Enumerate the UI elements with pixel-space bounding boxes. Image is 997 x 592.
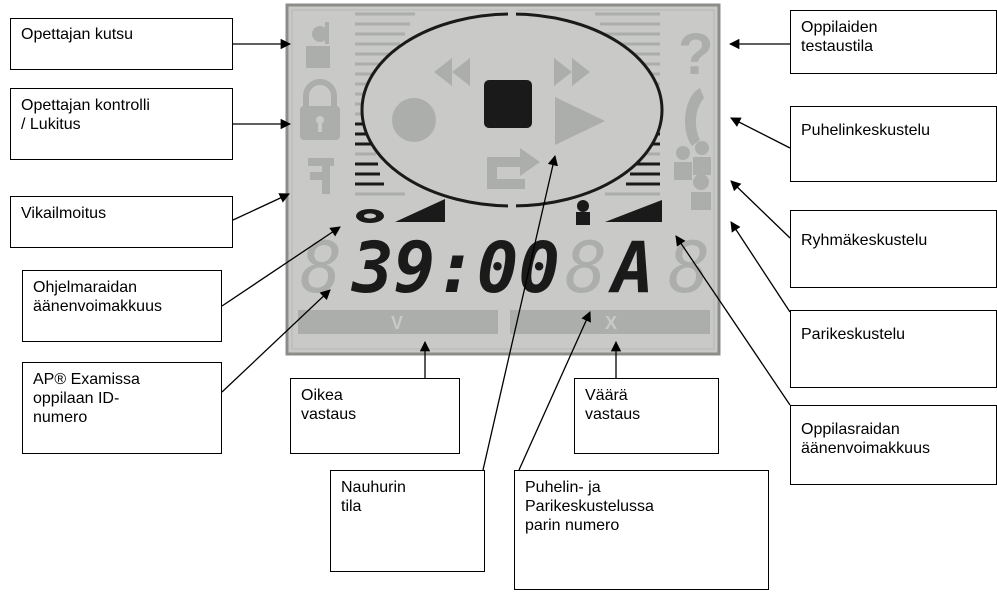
phone-icon xyxy=(685,88,704,146)
rewind-icon xyxy=(434,58,470,86)
pair-icon xyxy=(691,174,711,210)
label-phone-conversation: Puhelinkeskustelu xyxy=(790,106,997,182)
fast-forward-icon xyxy=(554,58,590,86)
group-icon xyxy=(674,141,711,180)
label-wrong-answer: Väärä vastaus xyxy=(574,378,719,454)
stop-icon xyxy=(484,80,532,128)
play-icon xyxy=(555,97,605,145)
lock-icon xyxy=(300,79,340,140)
label-recorder-state: Nauhurin tila xyxy=(330,470,485,572)
label-teacher-control: Opettajan kontrolli / Lukitus xyxy=(10,88,233,160)
teacher-call-icon xyxy=(306,22,330,68)
fault-icon xyxy=(308,158,334,194)
wrong-bar xyxy=(510,310,710,334)
pair-indicator-icon xyxy=(576,200,590,225)
label-student-test-mode: Oppilaiden testaustila xyxy=(790,10,997,74)
label-student-volume: Oppilasraidan äänenvoimakkuus xyxy=(790,405,997,485)
dim-digit-right: 8 xyxy=(668,227,710,309)
label-fault-report: Vikailmoitus xyxy=(10,196,233,248)
label-pair-number: Puhelin- ja Parikeskustelussa parin nume… xyxy=(514,470,769,590)
label-teacher-call: Opettajan kutsu xyxy=(10,18,233,70)
dim-digit-mid: 8 xyxy=(565,227,607,309)
label-exam-id: AP® Examissa oppilaan ID- numero xyxy=(22,362,222,454)
label-program-volume: Ohjelmaraidan äänenvoimakkuus xyxy=(22,270,222,342)
time-display: 39:00 xyxy=(350,227,560,309)
pair-number-display: A xyxy=(608,227,654,309)
wrong-mark: X xyxy=(605,313,617,333)
label-group-conversation: Ryhmäkeskustelu xyxy=(790,210,997,288)
label-correct-answer: Oikea vastaus xyxy=(290,378,460,454)
label-pair-conversation: Parikeskustelu xyxy=(790,310,997,388)
student-volume-indicator xyxy=(605,200,662,222)
correct-mark: V xyxy=(391,313,403,333)
repeat-icon xyxy=(487,148,540,189)
question-icon: ? xyxy=(678,22,713,87)
record-icon xyxy=(392,98,436,142)
program-volume-indicator xyxy=(356,199,445,223)
callout-arrows xyxy=(221,38,791,471)
correct-bar xyxy=(298,310,498,334)
